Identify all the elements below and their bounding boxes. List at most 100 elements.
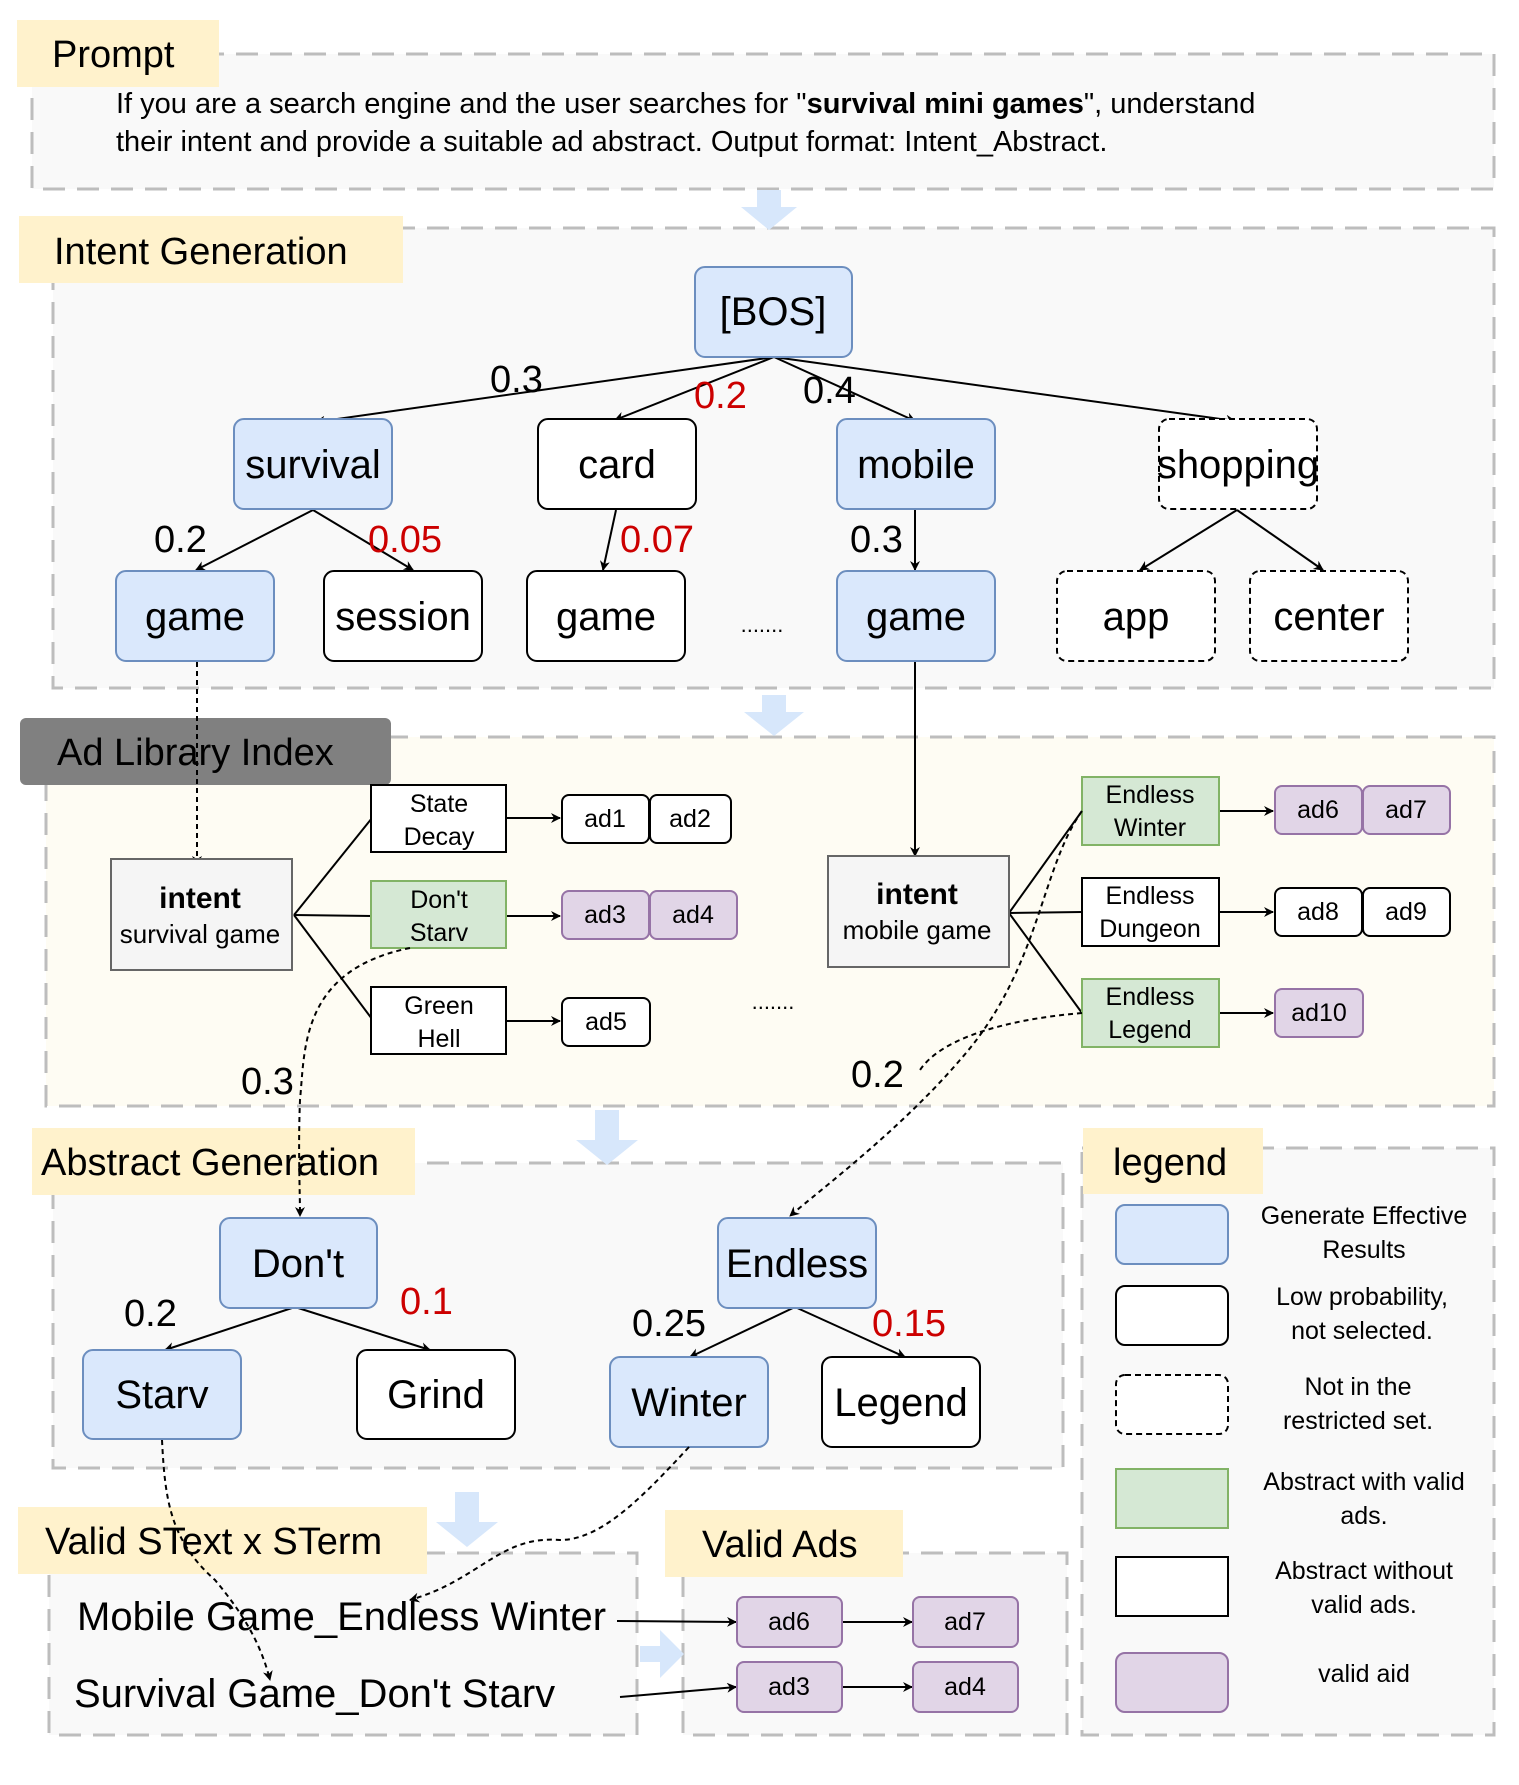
valid-ad-ad4 [912,1661,1019,1713]
prompt-line-2: their intent and provide a suitable ad a… [116,126,1107,158]
legend-item-4-l1: Abstract with valid [1263,1468,1464,1496]
valid-stext-item-2: Survival Game_Don't Starv [74,1672,555,1716]
legend-swatch-green [1115,1468,1229,1529]
node-session-label: session [335,595,471,639]
abstract-endless-legend [1081,978,1220,1048]
abstract-green-hell [370,986,507,1055]
ad-library-ellipsis: ....... [752,989,795,1014]
dashed-winter-to-list [409,1446,690,1603]
ad-ad7 [1362,785,1451,835]
abstract-generation-title: Abstract Generation [41,1142,379,1184]
node-legend-label: Legend [834,1381,967,1425]
abstract-endless-winter-l2: Winter [1114,814,1186,842]
node-game-mobile [836,570,996,662]
legend-item-5-l1: Abstract without [1275,1557,1453,1585]
node-shopping-label: shopping [1157,443,1319,487]
node-survival [233,418,393,510]
prompt-title: Prompt [52,34,175,76]
ad-ad8-label: ad8 [1297,898,1339,926]
abstract-green-hell-l2: Hell [417,1025,460,1053]
prob-card: 0.2 [694,375,747,417]
ad-ad3-label: ad3 [584,901,626,929]
ad-ad9-label: ad9 [1385,898,1427,926]
legend-item-3-l2: restricted set. [1283,1407,1433,1435]
dashed-legend-to-endless [919,1012,1083,1071]
valid-stext-panel [47,1551,639,1737]
prob-game-mobile: 0.3 [850,519,903,561]
ad-ad4-label: ad4 [672,901,714,929]
legend-swatch-purple [1115,1652,1229,1713]
node-app-label: app [1103,595,1170,639]
valid-ad-ad7 [912,1596,1019,1648]
node-starv-label: Starv [115,1373,208,1417]
ad-ad5 [561,997,651,1047]
ad-ad7-label: ad7 [1385,796,1427,824]
abstract-dont-starv-l2: Starv [410,919,469,947]
legend-item-4-l2: ads. [1340,1502,1387,1530]
node-game-survival [115,570,275,662]
ad-library-title: Ad Library Index [57,732,334,774]
node-mobile [836,418,996,510]
prob-game-card: 0.07 [620,519,694,561]
ad-library-prob-right: 0.2 [851,1054,904,1096]
node-app [1056,570,1216,662]
abstract-green-hell-l1: Green [404,992,473,1020]
valid-ads-title: Valid Ads [702,1524,858,1566]
abstract-state-decay [370,784,507,853]
intent-ellipsis: ....... [741,612,784,637]
ad-ad1-label: ad1 [584,805,626,833]
node-endless [717,1217,877,1309]
intent-mobile-sub: mobile game [843,915,992,945]
abstract-dont-starv [370,880,507,949]
valid-stext-title: Valid SText x STerm [45,1521,382,1563]
prompt-line-1: If you are a search engine and the user … [116,88,1255,120]
dashed-winter-to-endless [789,810,1083,1217]
intent-generation-title: Intent Generation [54,231,348,273]
node-grind-label: Grind [387,1373,485,1417]
legend-item-3-l1: Not in the [1304,1373,1411,1401]
node-survival-label: survival [245,443,381,487]
abstract-tree-edges [164,1306,906,1358]
node-winter-label: Winter [631,1381,747,1425]
node-bos [694,266,853,358]
abstract-endless-dungeon-l2: Dungeon [1099,915,1200,943]
node-center-label: center [1273,595,1384,639]
node-session [323,570,483,662]
ad-ad2-label: ad2 [669,805,711,833]
node-starv [82,1349,242,1440]
node-legend [821,1356,981,1448]
prob-survival: 0.3 [490,359,543,401]
intent-survival-bold: intent [159,882,241,915]
node-center [1249,570,1409,662]
ad-library-title-box [20,718,391,785]
intent-generation-title-box [19,216,403,283]
node-grind [356,1349,516,1440]
legend-swatch-box [1115,1556,1229,1617]
legend-swatch-dashed [1115,1374,1229,1435]
flow-arrow-2 [744,695,804,736]
legend-swatch-white [1115,1285,1229,1346]
prob-grind: 0.1 [400,1281,453,1323]
ad-ad4 [649,890,738,940]
abstract-state-decay-l2: Decay [404,823,475,851]
legend-item-2-l1: Low probability, [1276,1283,1448,1311]
valid-ad-ad4-label: ad4 [944,1673,986,1701]
abstract-dont-starv-l1: Don't [410,886,468,914]
ad-ad6-label: ad6 [1297,796,1339,824]
valid-stext-title-box [18,1507,427,1574]
node-game-mobile-label: game [866,595,966,639]
prompt-panel [30,52,1496,191]
abstract-endless-legend-l2: Legend [1108,1016,1191,1044]
flow-arrow-3 [576,1110,638,1165]
valid-ad-ad3 [736,1661,843,1713]
abstract-endless-winter-l1: Endless [1106,781,1195,809]
dashed-starv-to-list [161,1439,273,1681]
valid-ads-title-box [665,1510,903,1577]
prob-mobile: 0.4 [803,370,856,412]
prob-starv: 0.2 [124,1293,177,1335]
flow-arrow-4 [436,1492,498,1547]
intent-mobile-bold: intent [876,878,958,911]
legend-item-5-l2: valid ads. [1311,1591,1417,1619]
abstract-generation-title-box [32,1128,415,1195]
prob-winter: 0.25 [632,1303,706,1345]
